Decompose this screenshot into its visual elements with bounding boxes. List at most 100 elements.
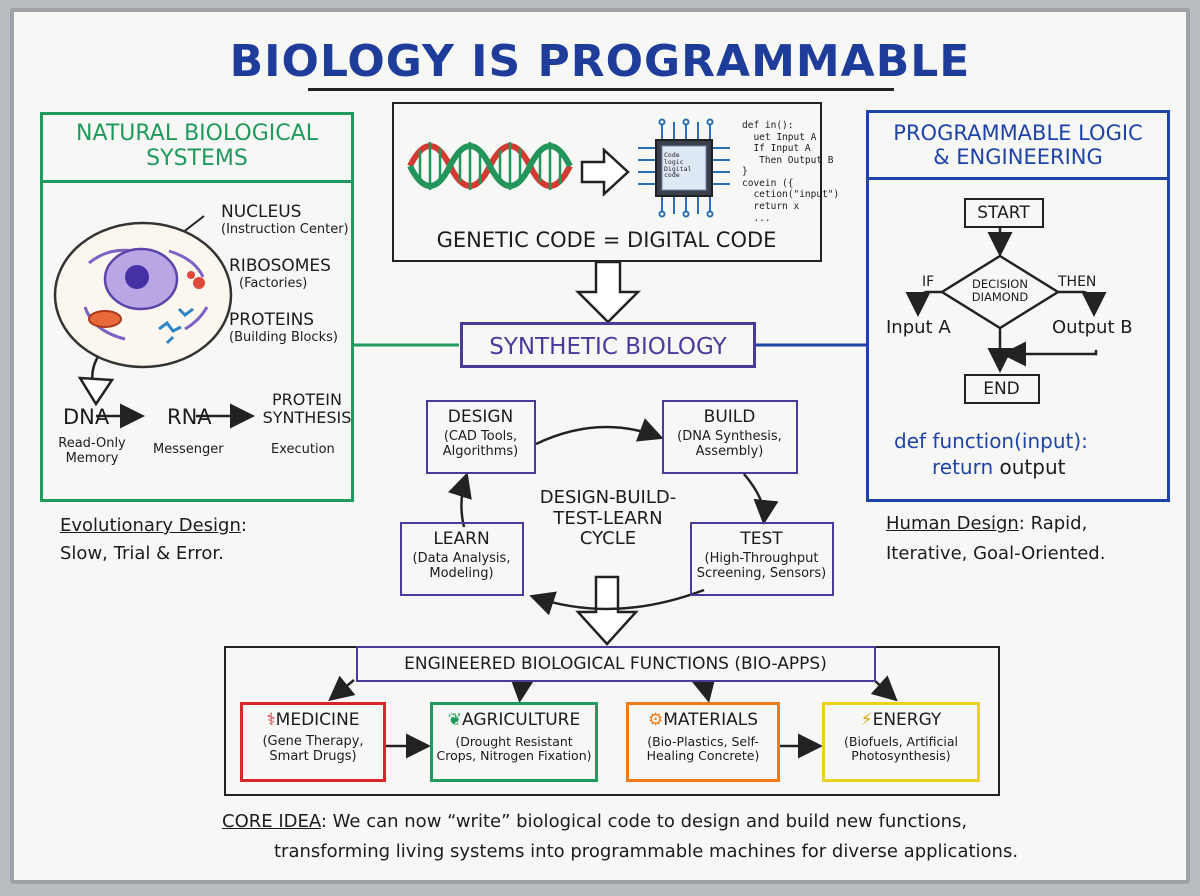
arrow-build-test — [743, 473, 779, 525]
down-arrow-genetic — [574, 260, 642, 324]
learn-sub-2: Modeling) — [429, 565, 494, 581]
test-sub-2: Screening, Sensors) — [696, 565, 827, 581]
decision-label: DECISION DIAMOND — [960, 277, 1040, 304]
code-line: Then Output B — [742, 154, 834, 166]
medicine-sub: (Gene Therapy, Smart Drugs) — [243, 734, 383, 765]
genetic-code-box: Code logic Digital code def in(): uet In… — [392, 102, 839, 262]
build-sub-2: Assembly) — [695, 443, 764, 459]
synthesis-sub: Execution — [271, 442, 335, 457]
flow-input-a: Input A — [886, 317, 951, 338]
bio-apps-heading-box: ENGINEERED BIOLOGICAL FUNCTIONS (BIO-APP… — [356, 646, 876, 682]
natural-systems-box: NATURAL BIOLOGICAL SYSTEMS NUCLEUS (Inst… — [40, 112, 354, 502]
synthetic-biology-label: SYNTHETIC BIOLOGY — [489, 334, 727, 360]
dna-label: DNA — [63, 405, 110, 429]
core-idea-line2: transforming living systems into program… — [274, 841, 1019, 862]
cycle-label-1: DESIGN-BUILD- — [539, 487, 677, 508]
decision-line1: DECISION — [972, 277, 1028, 291]
energy-sub-1: (Biofuels, Artificial — [844, 734, 958, 749]
core-idea-label: CORE IDEA — [222, 811, 321, 832]
cycle-learn: LEARN (Data Analysis, Modeling) — [400, 522, 524, 596]
learn-sub: (Data Analysis, Modeling) — [402, 551, 521, 582]
core-idea-text1: : We can now “write” biological code to … — [320, 811, 968, 832]
nucleus-label: NUCLEUS — [221, 202, 302, 222]
materials-sub-2: Healing Concrete) — [646, 748, 760, 764]
protein-synthesis-label: PROTEIN SYNTHESIS — [259, 390, 355, 428]
energy-sub-2: Photosynthesis) — [851, 748, 951, 764]
lightning-icon: ⚡ — [860, 710, 873, 730]
flow-output-b: Output B — [1052, 317, 1133, 338]
human-desc-2: Iterative, Goal-Oriented. — [886, 543, 1106, 564]
dna-to-chip-arrow — [580, 147, 630, 197]
design-sub: (CAD Tools, Algorithms) — [428, 429, 533, 460]
down-arrow-cycle — [575, 575, 639, 646]
cycle-design: DESIGN (CAD Tools, Algorithms) — [426, 400, 536, 474]
logic-heading: PROGRAMMABLE LOGIC & ENGINEERING — [869, 121, 1167, 181]
flow-then-label: THEN — [1058, 274, 1097, 290]
arrow-apps-medicine — [328, 675, 356, 702]
human-label: Human Design — [886, 513, 1019, 534]
protein-synthesis-line2: SYNTHESIS — [262, 408, 352, 428]
arrow-test-learn — [529, 588, 705, 616]
flow-if-arrow — [905, 290, 942, 317]
dna-sub-line1: Read-Only — [58, 436, 126, 451]
code-line: } — [742, 166, 748, 178]
test-sub: (High-Throughput Screening, Sensors) — [692, 551, 831, 582]
medicine-label: MEDICINE — [275, 710, 360, 730]
chip-text-line: code — [664, 171, 680, 180]
evo-colon: : — [240, 515, 247, 536]
code-line: If Input A — [742, 143, 811, 155]
ribosomes-sub: (Factories) — [239, 276, 308, 291]
arrow-apps-energy — [870, 675, 898, 702]
code-line: uet Input A — [742, 131, 817, 143]
evo-desc: Slow, Trial & Error. — [60, 543, 224, 564]
flow-output-merge — [1001, 341, 1098, 367]
whiteboard: BIOLOGY IS PROGRAMMABLE NATURAL BIOLOGIC… — [10, 8, 1190, 884]
materials-sub-1: (Bio-Plastics, Self- — [647, 734, 759, 749]
materials-label: MATERIALS — [663, 710, 759, 730]
ribosomes-label: RIBOSOMES — [229, 256, 331, 276]
arrow-learn-design — [448, 472, 472, 528]
logic-heading-line1: PROGRAMMABLE LOGIC — [893, 121, 1143, 145]
agriculture-sub-2: Crops, Nitrogen Fixation) — [436, 748, 592, 764]
energy-title: ⚡ENERGY — [825, 710, 977, 731]
logic-box: PROGRAMMABLE LOGIC & ENGINEERING — [866, 110, 1170, 502]
sprout-icon: ❦ — [447, 710, 463, 730]
arrow-apps-materials — [691, 675, 716, 703]
dna-helix-icon — [407, 142, 573, 190]
cycle-label-3: CYCLE — [579, 528, 637, 550]
flow-end: END — [964, 374, 1040, 404]
learn-sub-1: (Data Analysis, — [412, 551, 511, 566]
natural-heading-line1: NATURAL BIOLOGICAL — [76, 121, 318, 146]
app-medicine: ⚕MEDICINE (Gene Therapy, Smart Drugs) — [240, 702, 386, 782]
logic-heading-line2: & ENGINEERING — [933, 145, 1103, 170]
rna-label: RNA — [167, 405, 212, 429]
agriculture-sub: (Drought Resistant Crops, Nitrogen Fixat… — [433, 734, 595, 764]
code-snippet: def in(): uet Input A If Input A Then Ou… — [742, 120, 839, 224]
connector-layer — [77, 147, 1107, 759]
protein-synthesis-line1: PROTEIN — [272, 390, 342, 409]
chip-text-line: Code — [664, 151, 680, 159]
medicine-sub-2: Smart Drugs) — [269, 748, 357, 764]
code-line: def in(): — [742, 120, 794, 131]
code-def-keyword: def — [894, 429, 927, 453]
evolutionary-design: Evolutionary Design: — [60, 515, 247, 537]
cycle-test: TEST (High-Throughput Screening, Sensors… — [690, 522, 834, 596]
flow-if-label: IF — [922, 274, 935, 290]
code-line: cetion("input") — [742, 189, 840, 201]
app-agriculture: ❦AGRICULTURE (Drought Resistant Crops, N… — [430, 702, 598, 782]
chip-text: Code logic Digital code — [664, 152, 691, 179]
design-sub-2: Algorithms) — [442, 443, 519, 459]
code-line: covein ({ — [742, 177, 794, 189]
medicine-title: ⚕MEDICINE — [243, 710, 383, 731]
genetic-code-label: GENETIC CODE = DIGITAL CODE — [436, 228, 777, 252]
design-sub-1: (CAD Tools, — [443, 429, 518, 444]
app-energy: ⚡ENERGY (Biofuels, Artificial Photosynth… — [822, 702, 980, 782]
flow-start: START — [964, 198, 1044, 228]
design-title: DESIGN — [447, 407, 514, 427]
medicine-sub-1: (Gene Therapy, — [262, 734, 364, 749]
gear-icon: ⚙ — [647, 710, 664, 730]
bio-apps-heading: ENGINEERED BIOLOGICAL FUNCTIONS (BIO-APP… — [404, 654, 827, 674]
energy-sub: (Biofuels, Artificial Photosynthesis) — [825, 734, 977, 764]
cycle-label: DESIGN-BUILD- TEST-LEARN CYCLE — [508, 487, 708, 550]
test-sub-1: (High-Throughput — [704, 551, 819, 566]
